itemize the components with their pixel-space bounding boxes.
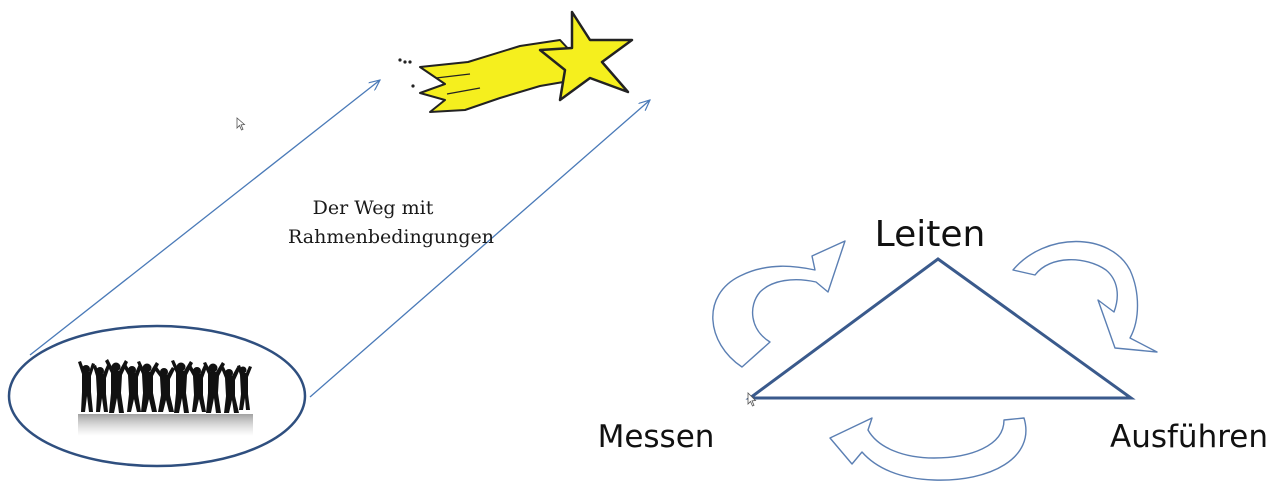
crowd-ellipse — [7, 324, 307, 468]
cycle-label-top: Leiten — [875, 214, 986, 255]
curved-arrow-bottom-icon — [829, 417, 1027, 481]
curved-arrow-right-icon — [1012, 240, 1158, 353]
curved-arrow-left-icon — [712, 240, 846, 368]
path-arrow-left — [29, 80, 380, 356]
cycle-label-left: Messen — [598, 419, 715, 455]
path-label-line2: Rahmenbedingungen — [288, 226, 494, 248]
cycle-label-right: Ausführen — [1110, 419, 1268, 455]
path-arrow-right — [309, 100, 650, 398]
crowd-silhouette-icon — [78, 359, 253, 436]
cycle-triangle — [745, 257, 1136, 400]
shooting-star-icon — [398, 10, 634, 113]
mouse-pointer-icon — [747, 392, 757, 407]
path-label-line1: Der Weg mit — [313, 197, 434, 219]
mouse-pointer-icon — [236, 117, 246, 131]
